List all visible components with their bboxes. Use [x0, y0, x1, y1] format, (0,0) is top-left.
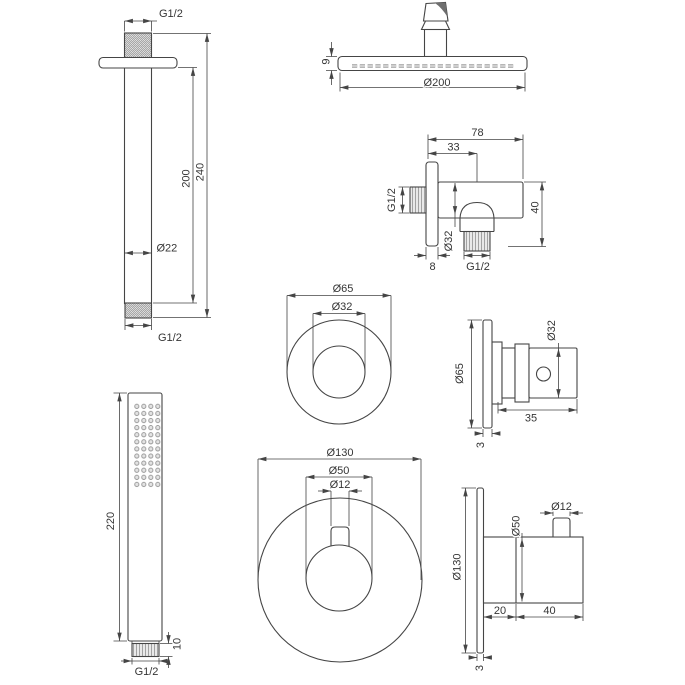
- ceiling-flange: [98, 56, 178, 69]
- dim-body-depth-label: 40: [543, 605, 555, 617]
- dim-length-label: 220: [105, 512, 117, 530]
- stop-valve-side: Ø65 Ø32 35 3: [453, 319, 578, 450]
- dim-inlet-thread-label: G1/2: [386, 188, 398, 212]
- thermostat-knob-circle: [305, 544, 373, 612]
- valve-plate-circle: [286, 319, 392, 425]
- arm-tube: [123, 66, 153, 305]
- dim-extension-lines: [153, 33, 211, 318]
- thermostat-front: Ø130 Ø50 Ø12: [257, 446, 423, 663]
- dim-total-length-label: 240: [195, 163, 207, 181]
- dim-extension-lines: [257, 459, 422, 580]
- wall-outlet-elbow: 78 33 G1/2 Ø32 8 G1/2 40: [385, 126, 546, 275]
- dim-outlet-thread-label: G1/2: [466, 261, 490, 273]
- valve-handle-body: [528, 347, 578, 399]
- dim-extension-lines: [497, 399, 578, 414]
- arm-thread-bottom: [124, 302, 153, 319]
- shower-disc: [337, 55, 528, 72]
- dim-extension-lines: [286, 295, 392, 371]
- dim-extension-lines: [124, 319, 152, 330]
- wall-plate: [425, 161, 439, 247]
- dim-depth-label: 35: [525, 413, 537, 425]
- dim-tube-length-label: 200: [181, 169, 193, 187]
- inlet-thread: [409, 186, 427, 214]
- arm-thread-top: [123, 32, 153, 59]
- connector-flare: [420, 20, 451, 31]
- dim-extension-lines: [425, 247, 439, 260]
- swivel-nut-shading: [435, 2, 448, 17]
- dim-plate-diameter-label: Ø65: [454, 363, 466, 384]
- dim-extension-lines: [461, 487, 476, 654]
- dim-extension-lines: [482, 429, 493, 437]
- dim-knob-diameter-label: Ø50: [329, 465, 350, 477]
- valve-knob-circle: [312, 345, 366, 399]
- valve-plate: [482, 319, 493, 429]
- valve-ring: [514, 343, 530, 403]
- valve-neck: [501, 347, 516, 399]
- valve-button: [535, 366, 552, 382]
- dim-body-diameter-label: Ø32: [546, 320, 558, 341]
- dim-plate-diameter-label: Ø130: [452, 554, 464, 581]
- stop-valve-front: Ø65 Ø32: [286, 282, 392, 425]
- dim-extension-lines: [467, 319, 482, 429]
- connector-stem: [423, 28, 448, 58]
- dim-extension-lines: [427, 134, 524, 179]
- dim-thread-label: G1/2: [135, 666, 159, 678]
- thread-neck-lines: [131, 641, 160, 644]
- dim-plate-thickness-label: 3: [474, 665, 486, 671]
- hand-shower-thread: [131, 642, 160, 658]
- dim-thread-bottom-label: G1/2: [158, 332, 182, 344]
- thermostat-lever: [330, 526, 350, 547]
- dim-lever-diameter-label: Ø12: [330, 479, 351, 491]
- dim-lever-diameter-label: Ø12: [551, 501, 572, 513]
- dim-total-width-label: 78: [471, 127, 483, 139]
- dim-plate-thickness-label: 3: [475, 442, 487, 448]
- dim-knob-diameter-label: Ø50: [511, 516, 523, 537]
- outlet-thread: [463, 230, 491, 252]
- hand-shower: 220 10 G1/2: [104, 392, 185, 680]
- dim-thread-height-label: 10: [172, 638, 184, 650]
- dim-extension-lines: [312, 313, 366, 371]
- dim-outlet-offset-label: 33: [447, 142, 459, 154]
- dim-thread-top-label: G1/2: [159, 8, 183, 20]
- thermostat-lever-side: [552, 517, 571, 538]
- dim-extension-lines: [124, 20, 157, 32]
- dim-extension-lines: [398, 186, 409, 214]
- dim-tube-diameter-label: Ø22: [157, 243, 178, 255]
- dim-height-label: 40: [530, 201, 542, 213]
- dim-extension-lines: [330, 491, 350, 526]
- thermostat-side: Ø130 Ø50 Ø12 20 40 3: [450, 487, 584, 673]
- thermostat-plate: [476, 487, 485, 654]
- dim-extension-lines: [305, 477, 373, 578]
- dim-knob-depth-label: 20: [494, 605, 506, 617]
- overhead-shower: 9 Ø200: [319, 1, 528, 92]
- dim-knob-diameter-label: Ø32: [332, 301, 353, 313]
- outlet-boss-sides: [459, 218, 495, 233]
- dim-plate-diameter-label: Ø130: [327, 447, 354, 459]
- elbow-body: [437, 181, 524, 219]
- thermostat-body: [482, 536, 584, 604]
- valve-collar: [491, 341, 503, 405]
- dim-extension-lines: [476, 654, 484, 661]
- dim-disc-thickness-label: 9: [321, 58, 333, 64]
- nozzle-grid: [133, 402, 162, 488]
- dim-disc-diameter-label: Ø200: [424, 77, 451, 89]
- dim-body-diameter-label: Ø32: [443, 231, 455, 252]
- dim-plate-thickness-label: 8: [429, 261, 435, 273]
- dim-plate-diameter-label: Ø65: [333, 283, 354, 295]
- ceiling-shower-arm: G1/2 Ø22 200 240 G1/2: [98, 7, 211, 346]
- outlet-boss-arc: [459, 201, 495, 219]
